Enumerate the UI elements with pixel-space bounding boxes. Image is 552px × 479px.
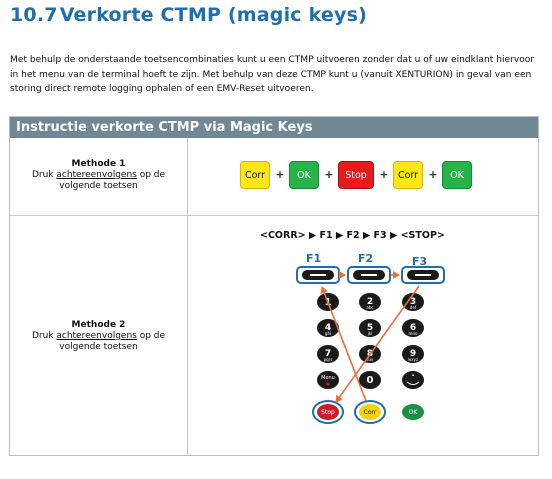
panel-title: Instructie verkorte CTMP via Magic Keys bbox=[10, 117, 538, 138]
key-6 bbox=[402, 319, 424, 337]
plus-sign: + bbox=[379, 168, 389, 181]
dot-key-arc bbox=[406, 381, 420, 385]
method-2-line-2: volgende toetsen bbox=[59, 342, 138, 352]
key-0-digit: 0 bbox=[367, 375, 374, 386]
f3-highlight bbox=[401, 266, 445, 284]
corr-key-round bbox=[359, 404, 381, 420]
method-2-description: Methode 2 Druk achtereenvolgens op de vo… bbox=[10, 320, 187, 353]
f1-key-mark bbox=[310, 274, 326, 276]
key-7 bbox=[317, 345, 339, 363]
f3-key-mark bbox=[415, 274, 431, 276]
key-9-letters: wxyz bbox=[408, 357, 418, 362]
key-2-letters: abc bbox=[366, 305, 373, 310]
f2-key-mark bbox=[361, 274, 377, 276]
key-6-digit: 6 bbox=[410, 323, 416, 333]
arrow-f3-to-stop bbox=[335, 285, 420, 403]
key-3-digit: 3 bbox=[410, 297, 416, 307]
arrow-corr-to-f1 bbox=[320, 286, 367, 402]
plus-sign: + bbox=[324, 168, 334, 181]
key-sequence: <CORR> ▶ F1 ▶ F2 ▶ F3 ▶ <STOP> bbox=[260, 230, 445, 241]
method-1-title: Methode 1 bbox=[71, 159, 126, 169]
corr-highlight bbox=[354, 400, 386, 424]
section-title: Verkorte CTMP (magic keys) bbox=[59, 4, 367, 26]
stop-key: Stop bbox=[338, 161, 374, 189]
key-5-letters: jkl bbox=[367, 331, 373, 336]
key-3-letters: def bbox=[410, 305, 417, 310]
method-1-line-2: volgende toetsen bbox=[59, 181, 138, 191]
key-4-digit: 4 bbox=[325, 323, 331, 333]
section-number: 10.7 bbox=[10, 4, 58, 26]
key-6-letters: mno bbox=[409, 331, 418, 336]
method-1-line-pre: Druk bbox=[31, 170, 57, 180]
key-5 bbox=[359, 319, 381, 337]
ok-key-label: OK bbox=[409, 409, 419, 416]
menu-key bbox=[317, 371, 339, 389]
key-0 bbox=[359, 371, 381, 389]
f2-label: F2 bbox=[358, 252, 373, 265]
stop-key-label: Stop bbox=[321, 409, 335, 416]
key-9-digit: 9 bbox=[410, 349, 416, 359]
method-2-line-post: op de bbox=[136, 331, 166, 341]
f1-label: F1 bbox=[306, 252, 321, 265]
key-9 bbox=[402, 345, 424, 363]
corr-key-label: Corr bbox=[364, 409, 377, 416]
key-4 bbox=[317, 319, 339, 337]
ok-key: OK bbox=[442, 161, 472, 189]
key-7-digit: 7 bbox=[325, 349, 331, 359]
plus-sign: + bbox=[275, 168, 285, 181]
dot-key bbox=[402, 371, 424, 389]
stop-key-round bbox=[317, 404, 339, 420]
menu-key-dot bbox=[326, 382, 330, 386]
key-8-letters: tuv bbox=[367, 357, 374, 362]
column-divider bbox=[187, 138, 188, 455]
key-3 bbox=[402, 293, 424, 311]
key-5-digit: 5 bbox=[367, 323, 373, 333]
intro-paragraph: Met behulp de onderstaande toetsencombin… bbox=[10, 55, 535, 95]
f2-highlight bbox=[347, 266, 391, 284]
row-divider bbox=[10, 215, 538, 216]
method-2-line-pre: Druk bbox=[31, 331, 57, 341]
key-7-letters: pqrs bbox=[324, 357, 333, 362]
corr-key: Corr bbox=[393, 161, 423, 189]
plus-sign: + bbox=[428, 168, 438, 181]
method-2-underlined: achtereenvolgens bbox=[56, 331, 137, 341]
method-1-description: Methode 1 Druk achtereenvolgens op de vo… bbox=[10, 159, 187, 192]
stop-highlight bbox=[312, 400, 344, 424]
f3-label: F3 bbox=[412, 255, 427, 268]
dot-key-glyph: · bbox=[411, 371, 414, 380]
method-1-line-post: op de bbox=[136, 170, 166, 180]
key-2-digit: 2 bbox=[367, 297, 373, 307]
method-2-title: Methode 2 bbox=[71, 320, 126, 330]
key-4-letters: ghi bbox=[325, 331, 331, 336]
instruction-panel: Instructie verkorte CTMP via Magic Keys … bbox=[9, 116, 539, 456]
keypad-illustration: F1 F2 F3 1 2 abc 3 def 4 ghi 5 jkl bbox=[296, 252, 445, 424]
ok-key: OK bbox=[289, 161, 319, 189]
method-1-underlined: achtereenvolgens bbox=[56, 170, 137, 180]
corr-key: Corr bbox=[240, 161, 270, 189]
menu-key-label: Menu bbox=[321, 375, 335, 381]
ok-key-round bbox=[402, 404, 424, 420]
key-2 bbox=[359, 293, 381, 311]
